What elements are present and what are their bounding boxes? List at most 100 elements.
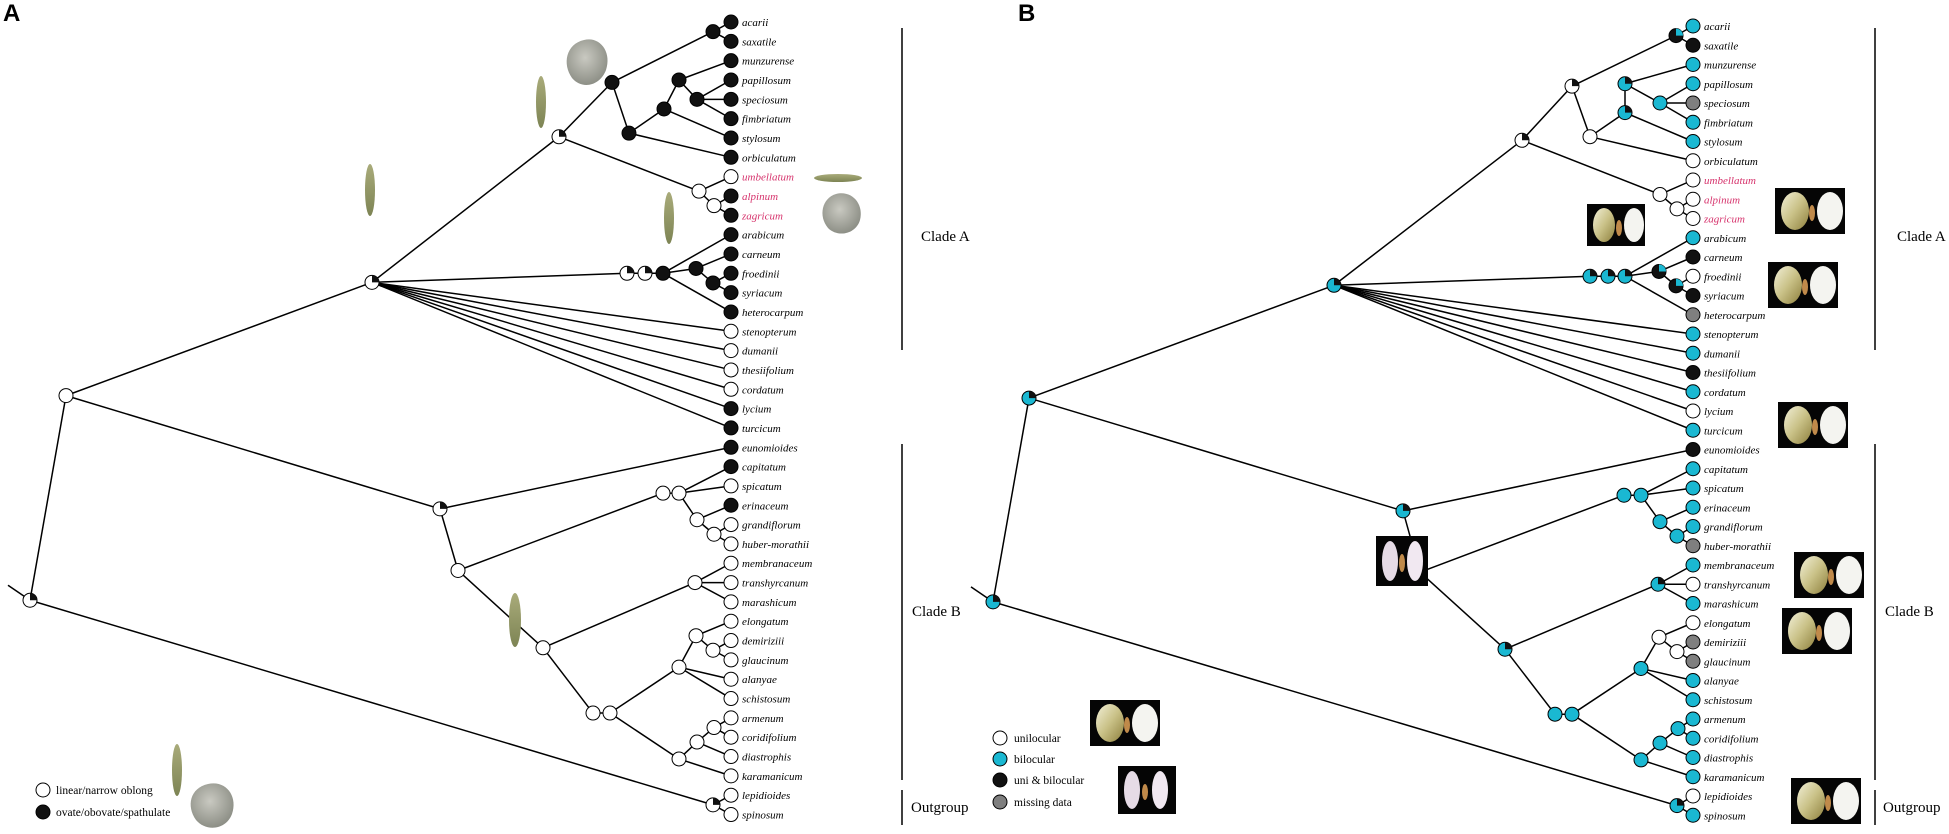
tip-state-node bbox=[1685, 153, 1701, 169]
taxon-label: transhyrcanum bbox=[742, 578, 808, 590]
tree-branch bbox=[439, 508, 459, 571]
ancestral-state-slice bbox=[627, 266, 634, 274]
ancestral-state-slice bbox=[440, 501, 447, 509]
clade-a-label: Clade A bbox=[921, 229, 970, 245]
ancestral-state-node bbox=[689, 91, 705, 107]
tip-state-node bbox=[1685, 519, 1701, 534]
tree-branch bbox=[371, 281, 732, 333]
tip-state-node bbox=[1685, 692, 1701, 708]
clade-a-label: Clade A bbox=[1897, 229, 1946, 245]
taxon-label: carneum bbox=[742, 249, 781, 261]
tree-branch bbox=[662, 272, 732, 313]
ancestral-state-node bbox=[585, 705, 601, 721]
ancestral-state-node bbox=[655, 265, 671, 281]
tree-branch bbox=[1624, 275, 1694, 316]
taxon-label: thesiifolium bbox=[1704, 368, 1756, 380]
tree-branch bbox=[1333, 284, 1694, 354]
ancestral-state-slice bbox=[1334, 278, 1341, 286]
tip-state-node bbox=[1685, 172, 1701, 188]
tip-state-node bbox=[1685, 442, 1701, 457]
taxon-label: orbiculatum bbox=[1704, 156, 1758, 168]
tree-branch bbox=[542, 581, 696, 649]
taxon-label: lycium bbox=[742, 404, 771, 416]
tip-state-node bbox=[1685, 499, 1701, 515]
taxon-label: huber-morathii bbox=[1704, 541, 1771, 553]
seed-photo bbox=[1782, 608, 1852, 654]
tip-state-node bbox=[723, 169, 739, 185]
tree-branch bbox=[1419, 571, 1506, 650]
leaf-fruit-illustrations bbox=[172, 39, 862, 828]
tip-state-node bbox=[723, 285, 739, 301]
tree-branch bbox=[1333, 139, 1523, 286]
tip-state-node bbox=[1685, 37, 1701, 53]
taxon-label: alpinum bbox=[1704, 194, 1740, 206]
ancestral-state-node bbox=[1633, 660, 1649, 676]
ancestral-state-node bbox=[1582, 129, 1598, 145]
taxon-label: marashicum bbox=[1704, 599, 1758, 611]
fruit-image bbox=[566, 39, 608, 85]
ancestral-state-slice bbox=[1403, 503, 1410, 511]
ancestral-state-node bbox=[705, 642, 721, 658]
tree-branch bbox=[1402, 448, 1694, 512]
tip-state-node bbox=[723, 246, 739, 262]
ancestral-state-slice bbox=[1608, 269, 1615, 277]
tree-branch bbox=[65, 394, 441, 510]
tree-branch bbox=[371, 281, 732, 410]
tree-branch bbox=[1504, 583, 1659, 650]
tree-branch bbox=[611, 82, 630, 134]
ancestral-state-slice bbox=[1677, 798, 1684, 806]
seed-photographs bbox=[1090, 188, 1864, 824]
tip-state-node bbox=[723, 323, 739, 339]
taxon-label: turcicum bbox=[742, 423, 781, 435]
tip-state-node bbox=[723, 420, 739, 436]
ancestral-state-slice bbox=[1658, 577, 1665, 585]
tip-state-node bbox=[1685, 461, 1701, 477]
taxon-label: munzurense bbox=[742, 56, 794, 68]
tree-branch bbox=[1521, 139, 1661, 196]
tree-branch bbox=[992, 397, 1030, 602]
tip-state-node bbox=[1685, 326, 1701, 342]
tree-branch bbox=[1571, 713, 1642, 761]
ancestral-state-node bbox=[671, 659, 687, 675]
taxon-label: membranaceum bbox=[742, 558, 812, 570]
ancestral-state-node bbox=[655, 485, 671, 501]
tree-branch bbox=[1571, 667, 1642, 715]
ancestral-state-node bbox=[1669, 644, 1685, 660]
tree-branch bbox=[1333, 275, 1591, 287]
tip-state-node bbox=[723, 594, 739, 610]
tip-state-node bbox=[723, 149, 739, 165]
narrow-leaf-image bbox=[664, 192, 674, 244]
taxon-label: demiriziii bbox=[1704, 637, 1746, 649]
seed-photo bbox=[1768, 262, 1838, 308]
legend-label: missing data bbox=[1014, 797, 1072, 809]
ancestral-state-node bbox=[1651, 629, 1667, 645]
taxon-label: thesiifolium bbox=[742, 365, 794, 377]
taxon-label: umbellatum bbox=[742, 172, 794, 184]
ancestral-state-node bbox=[687, 575, 703, 591]
tip-state-node bbox=[723, 497, 739, 513]
tree-branch bbox=[371, 136, 560, 283]
taxon-label: arabicum bbox=[742, 230, 784, 242]
panel-b-letter: B bbox=[1018, 0, 1035, 27]
narrow-leaf-image bbox=[365, 164, 375, 216]
seed-photo bbox=[1090, 700, 1160, 746]
tree-branch bbox=[65, 281, 373, 397]
tip-state-node bbox=[1685, 230, 1701, 246]
tree-branch bbox=[542, 647, 594, 714]
taxon-label: syriacum bbox=[742, 288, 782, 300]
taxon-label: schistosum bbox=[1704, 695, 1752, 707]
tree-branch bbox=[1640, 468, 1694, 496]
legend-label: linear/narrow oblong bbox=[56, 785, 153, 797]
taxon-label: glaucinum bbox=[1704, 656, 1750, 668]
ancestral-state-slice bbox=[372, 275, 379, 283]
taxon-label: fimbriatum bbox=[742, 114, 791, 126]
taxon-label: dumanii bbox=[1704, 348, 1740, 360]
tip-state-node bbox=[1685, 288, 1701, 303]
legend-label: ovate/obovate/spathulate bbox=[56, 807, 170, 819]
tip-state-node bbox=[1685, 538, 1701, 554]
tip-state-node bbox=[723, 33, 739, 49]
seed-photo bbox=[1778, 402, 1848, 448]
taxon-label: lepidioides bbox=[742, 790, 790, 802]
tip-state-node bbox=[723, 671, 739, 687]
